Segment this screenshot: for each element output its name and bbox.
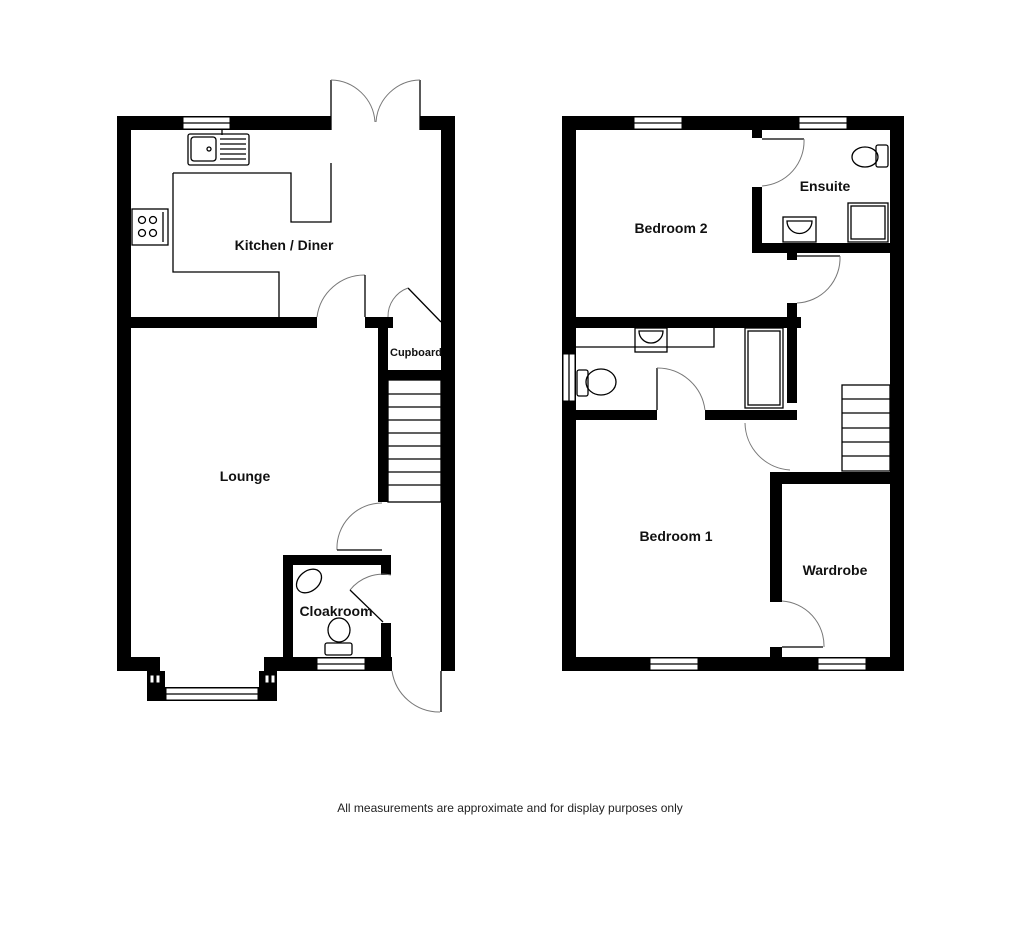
room-label-lounge: Lounge [220, 468, 271, 484]
kitchen-sink [187, 133, 250, 166]
room-label-cloakroom: Cloakroom [299, 603, 372, 619]
room-label-bedroom-2: Bedroom 2 [634, 220, 707, 236]
disclaimer-text: All measurements are approximate and for… [337, 801, 683, 815]
room-label-kitchen-diner: Kitchen / Diner [235, 237, 334, 253]
room-label-bedroom-1: Bedroom 1 [639, 528, 712, 544]
ground-floor-plan: Kitchen / Diner Cupboard Lounge Cloakroo… [117, 79, 455, 713]
room-label-cupboard: Cupboard [390, 347, 442, 359]
kitchen-hob [131, 208, 169, 246]
staircase [387, 379, 442, 503]
room-label-ensuite: Ensuite [800, 178, 851, 194]
first-floor-plan: Bedroom 2 Ensuite Bedroom 1 Wardrobe [562, 116, 904, 671]
staircase-landing [841, 384, 891, 472]
room-label-wardrobe: Wardrobe [803, 562, 868, 578]
